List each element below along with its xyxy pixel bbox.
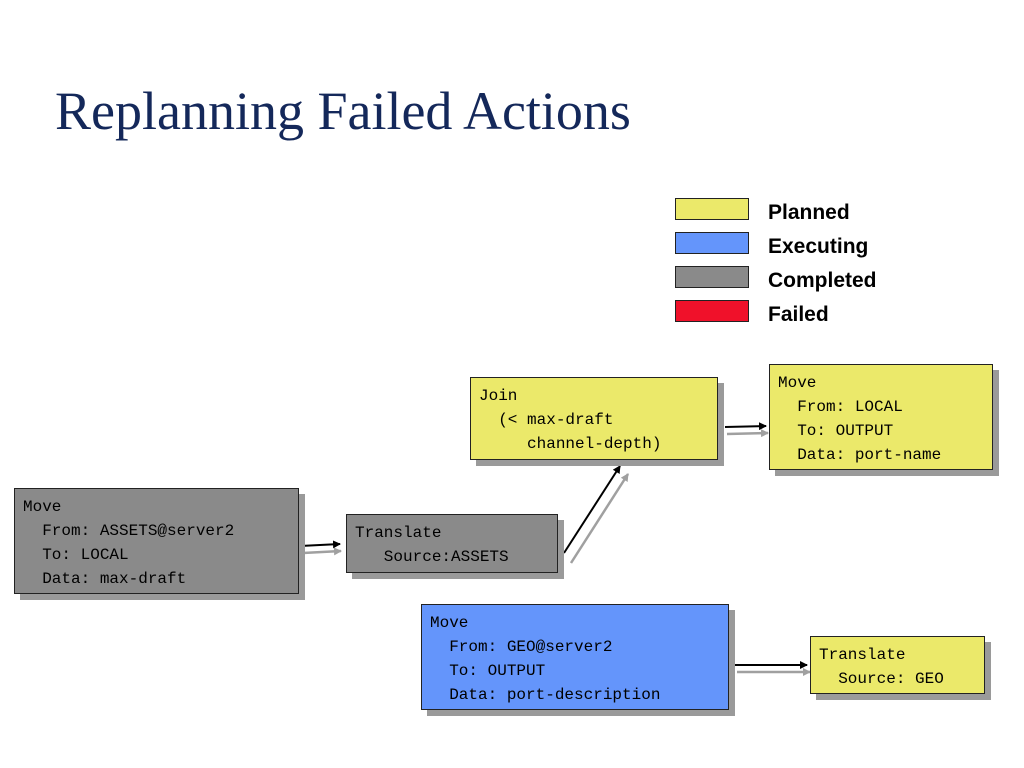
node-join: Join (< max-draft channel-depth) xyxy=(470,377,718,460)
node-line: (< max-draft xyxy=(479,411,614,429)
legend-swatch-failed xyxy=(675,300,749,322)
legend-swatch-planned xyxy=(675,198,749,220)
node-move-assets: Move From: ASSETS@server2 To: LOCAL Data… xyxy=(14,488,299,594)
node-line: To: OUTPUT xyxy=(778,422,894,440)
node-line: Data: port-description xyxy=(430,686,661,704)
arrow-move-assets-to-translate xyxy=(299,540,341,549)
legend-label-completed: Completed xyxy=(768,269,877,292)
arrow-shadow xyxy=(726,429,769,438)
legend-swatch-completed xyxy=(675,266,749,288)
node-line: From: GEO@server2 xyxy=(430,638,613,656)
legend-label-planned: Planned xyxy=(768,201,850,224)
node-move-local: Move From: LOCAL To: OUTPUT Data: port-n… xyxy=(769,364,993,470)
node-line: Move xyxy=(778,374,817,392)
node-line: channel-depth) xyxy=(479,435,662,453)
node-line: From: LOCAL xyxy=(778,398,903,416)
node-line: Move xyxy=(430,614,469,632)
node-translate-geo: Translate Source: GEO xyxy=(810,636,985,694)
node-line: From: ASSETS@server2 xyxy=(23,522,235,540)
node-line: Source: GEO xyxy=(819,670,944,688)
arrow-shadow xyxy=(569,473,630,564)
node-line: Move xyxy=(23,498,62,516)
legend-label-failed: Failed xyxy=(768,303,829,326)
arrow-shadow xyxy=(302,547,342,556)
node-line: Source:ASSETS xyxy=(355,548,509,566)
node-move-geo: Move From: GEO@server2 To: OUTPUT Data: … xyxy=(421,604,729,710)
arrow-join-to-move-local xyxy=(724,422,767,431)
node-line: To: OUTPUT xyxy=(430,662,546,680)
legend-swatch-executing xyxy=(675,232,749,254)
node-line: Translate xyxy=(819,646,906,664)
node-line: Data: max-draft xyxy=(23,570,187,588)
node-line: Data: port-name xyxy=(778,446,942,464)
node-line: Join xyxy=(479,387,518,405)
node-line: To: LOCAL xyxy=(23,546,129,564)
node-line: Translate xyxy=(355,524,442,542)
legend-label-executing: Executing xyxy=(768,235,869,258)
slide-title: Replanning Failed Actions xyxy=(55,81,631,141)
node-translate-assets: Translate Source:ASSETS xyxy=(346,514,558,573)
arrow-translate-to-join xyxy=(563,465,621,554)
